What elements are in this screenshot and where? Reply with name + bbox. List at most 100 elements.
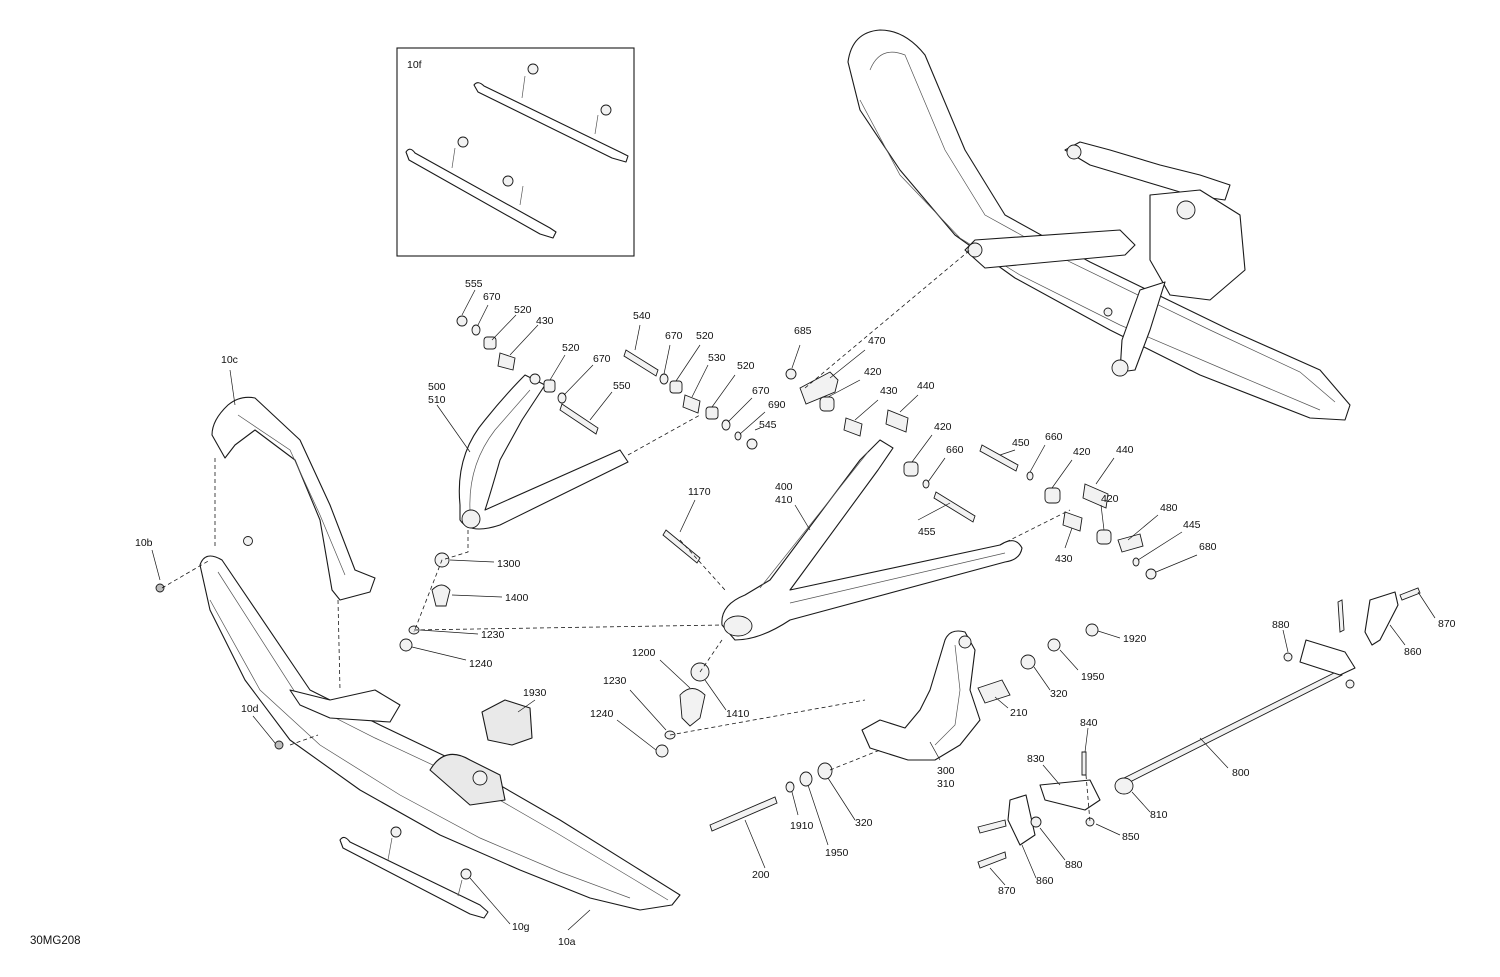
nut-1240b bbox=[655, 744, 669, 758]
callout-680: 680 bbox=[1199, 541, 1217, 553]
callout-1230b: 1230 bbox=[603, 675, 627, 687]
callout-880a: 880 bbox=[1272, 619, 1290, 631]
callout-1410: 1410 bbox=[726, 708, 750, 720]
bumper-1930 bbox=[481, 699, 533, 746]
callout-660b: 660 bbox=[1045, 431, 1063, 443]
callout-480: 480 bbox=[1160, 502, 1178, 514]
callout-430a: 430 bbox=[536, 315, 554, 327]
callout-800: 800 bbox=[1232, 767, 1250, 779]
bolt-10b bbox=[155, 583, 165, 593]
inset-runner-upper bbox=[473, 82, 629, 163]
bolt-10d bbox=[274, 740, 284, 750]
callout-520b: 520 bbox=[562, 342, 580, 354]
assembled-tie-link bbox=[1119, 281, 1166, 373]
bushing-420a bbox=[819, 396, 835, 412]
assembled-ski-suspension bbox=[847, 29, 1351, 421]
callout-1400: 1400 bbox=[505, 592, 529, 604]
assembled-bushing-c bbox=[1176, 200, 1196, 220]
ski-bracket bbox=[289, 689, 401, 723]
ski-10a bbox=[199, 555, 681, 911]
ski-handle-ridge bbox=[237, 414, 346, 576]
nut-880-left bbox=[1283, 652, 1293, 662]
nut-680 bbox=[1145, 568, 1157, 580]
assembled-ski-body bbox=[847, 29, 1351, 421]
assembled-nut bbox=[1103, 307, 1113, 317]
nut-880-bottom bbox=[1030, 816, 1042, 828]
callout-455: 455 bbox=[918, 526, 936, 538]
assembled-ski-base bbox=[859, 99, 1321, 411]
bushing-520d bbox=[705, 406, 719, 420]
callout-1170: 1170 bbox=[688, 486, 711, 498]
callout-520a: 520 bbox=[514, 304, 532, 316]
bushing-420b bbox=[903, 461, 919, 477]
lower-a-arm-rear-edge bbox=[789, 552, 1006, 604]
callout-310: 310 bbox=[937, 778, 955, 790]
callout-10d: 10d bbox=[241, 703, 259, 715]
nut-555 bbox=[456, 315, 468, 327]
washer-660a bbox=[922, 479, 930, 489]
callout-200: 200 bbox=[752, 869, 770, 881]
sleeve-530 bbox=[682, 394, 701, 414]
rod-end-810 bbox=[1114, 777, 1134, 795]
inset-label: 10f bbox=[407, 59, 422, 71]
callout-210: 210 bbox=[1010, 707, 1028, 719]
pitman-arm-830 bbox=[1039, 779, 1101, 811]
callout-1240b: 1240 bbox=[590, 708, 614, 720]
runner-stud-a bbox=[387, 837, 393, 861]
callout-1910: 1910 bbox=[790, 820, 814, 832]
nut-1920 bbox=[1085, 623, 1099, 637]
callout-1920: 1920 bbox=[1123, 633, 1147, 645]
ski-handle bbox=[211, 396, 376, 601]
ball-joint-1400 bbox=[431, 584, 451, 607]
callout-1200: 1200 bbox=[632, 647, 656, 659]
bushing-420d bbox=[1096, 529, 1112, 545]
sleeve-430a bbox=[497, 352, 516, 371]
washer-670a bbox=[471, 324, 481, 336]
nut-880-right bbox=[1345, 679, 1355, 689]
callout-1300: 1300 bbox=[497, 558, 521, 570]
bushing-320a bbox=[1020, 654, 1036, 670]
callout-420a: 420 bbox=[864, 366, 882, 378]
callout-670c: 670 bbox=[665, 330, 683, 342]
plate-480 bbox=[1117, 533, 1144, 553]
assembled-bushing-b bbox=[1111, 359, 1129, 377]
inset-10f: 10f bbox=[396, 47, 635, 257]
washer-660b bbox=[1026, 471, 1034, 481]
steering-arm-860-left bbox=[1007, 794, 1036, 846]
callout-500: 500 bbox=[428, 381, 446, 393]
callout-320b: 320 bbox=[855, 817, 873, 829]
inset-nut-b bbox=[600, 104, 612, 116]
inset-nut-a bbox=[527, 63, 539, 75]
inset-frame bbox=[396, 47, 635, 257]
sleeve-430b bbox=[843, 417, 863, 437]
sleeve-210 bbox=[977, 679, 1011, 704]
bolt-1170 bbox=[662, 529, 701, 564]
callout-530: 530 bbox=[708, 352, 726, 364]
callout-10c: 10c bbox=[221, 354, 238, 366]
callout-870a: 870 bbox=[1438, 618, 1456, 630]
ring-690 bbox=[734, 431, 742, 441]
callout-300: 300 bbox=[937, 765, 955, 777]
upper-a-arm-ball-socket bbox=[461, 509, 481, 529]
ski-mount bbox=[429, 753, 506, 806]
bolt-870-right bbox=[1399, 587, 1421, 601]
callout-685: 685 bbox=[794, 325, 812, 337]
drawing-code: 30MG208 bbox=[30, 935, 81, 947]
callout-440a: 440 bbox=[917, 380, 935, 392]
bolt-455 bbox=[933, 491, 976, 523]
runner-stud-b bbox=[457, 879, 463, 897]
nut-1240a bbox=[399, 638, 413, 652]
callout-520c: 520 bbox=[696, 330, 714, 342]
callout-430c: 430 bbox=[1055, 553, 1073, 565]
inset-nut-d bbox=[502, 175, 514, 187]
callout-670d: 670 bbox=[752, 385, 770, 397]
callout-810: 810 bbox=[1150, 809, 1168, 821]
leader-lines bbox=[151, 289, 1436, 931]
washer-1950a bbox=[1047, 638, 1061, 652]
washer-1910 bbox=[785, 781, 795, 793]
callout-1230a: 1230 bbox=[481, 629, 505, 641]
washer-670c bbox=[659, 373, 669, 385]
runner-10g bbox=[339, 836, 489, 919]
inset-stud-a bbox=[521, 75, 526, 99]
